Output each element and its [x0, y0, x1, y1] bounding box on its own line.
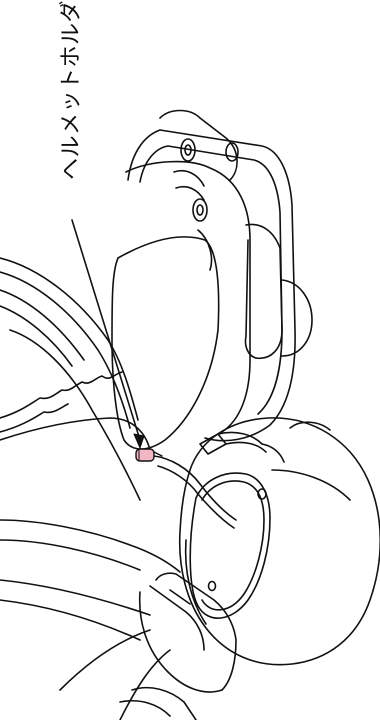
seat-hinge — [245, 224, 312, 358]
seat-latch — [160, 111, 238, 271]
callout-leader — [72, 220, 144, 448]
seat-frame — [126, 130, 295, 441]
helmet-holder — [136, 449, 162, 461]
body-contours — [0, 258, 180, 720]
grab-handle — [120, 688, 196, 720]
